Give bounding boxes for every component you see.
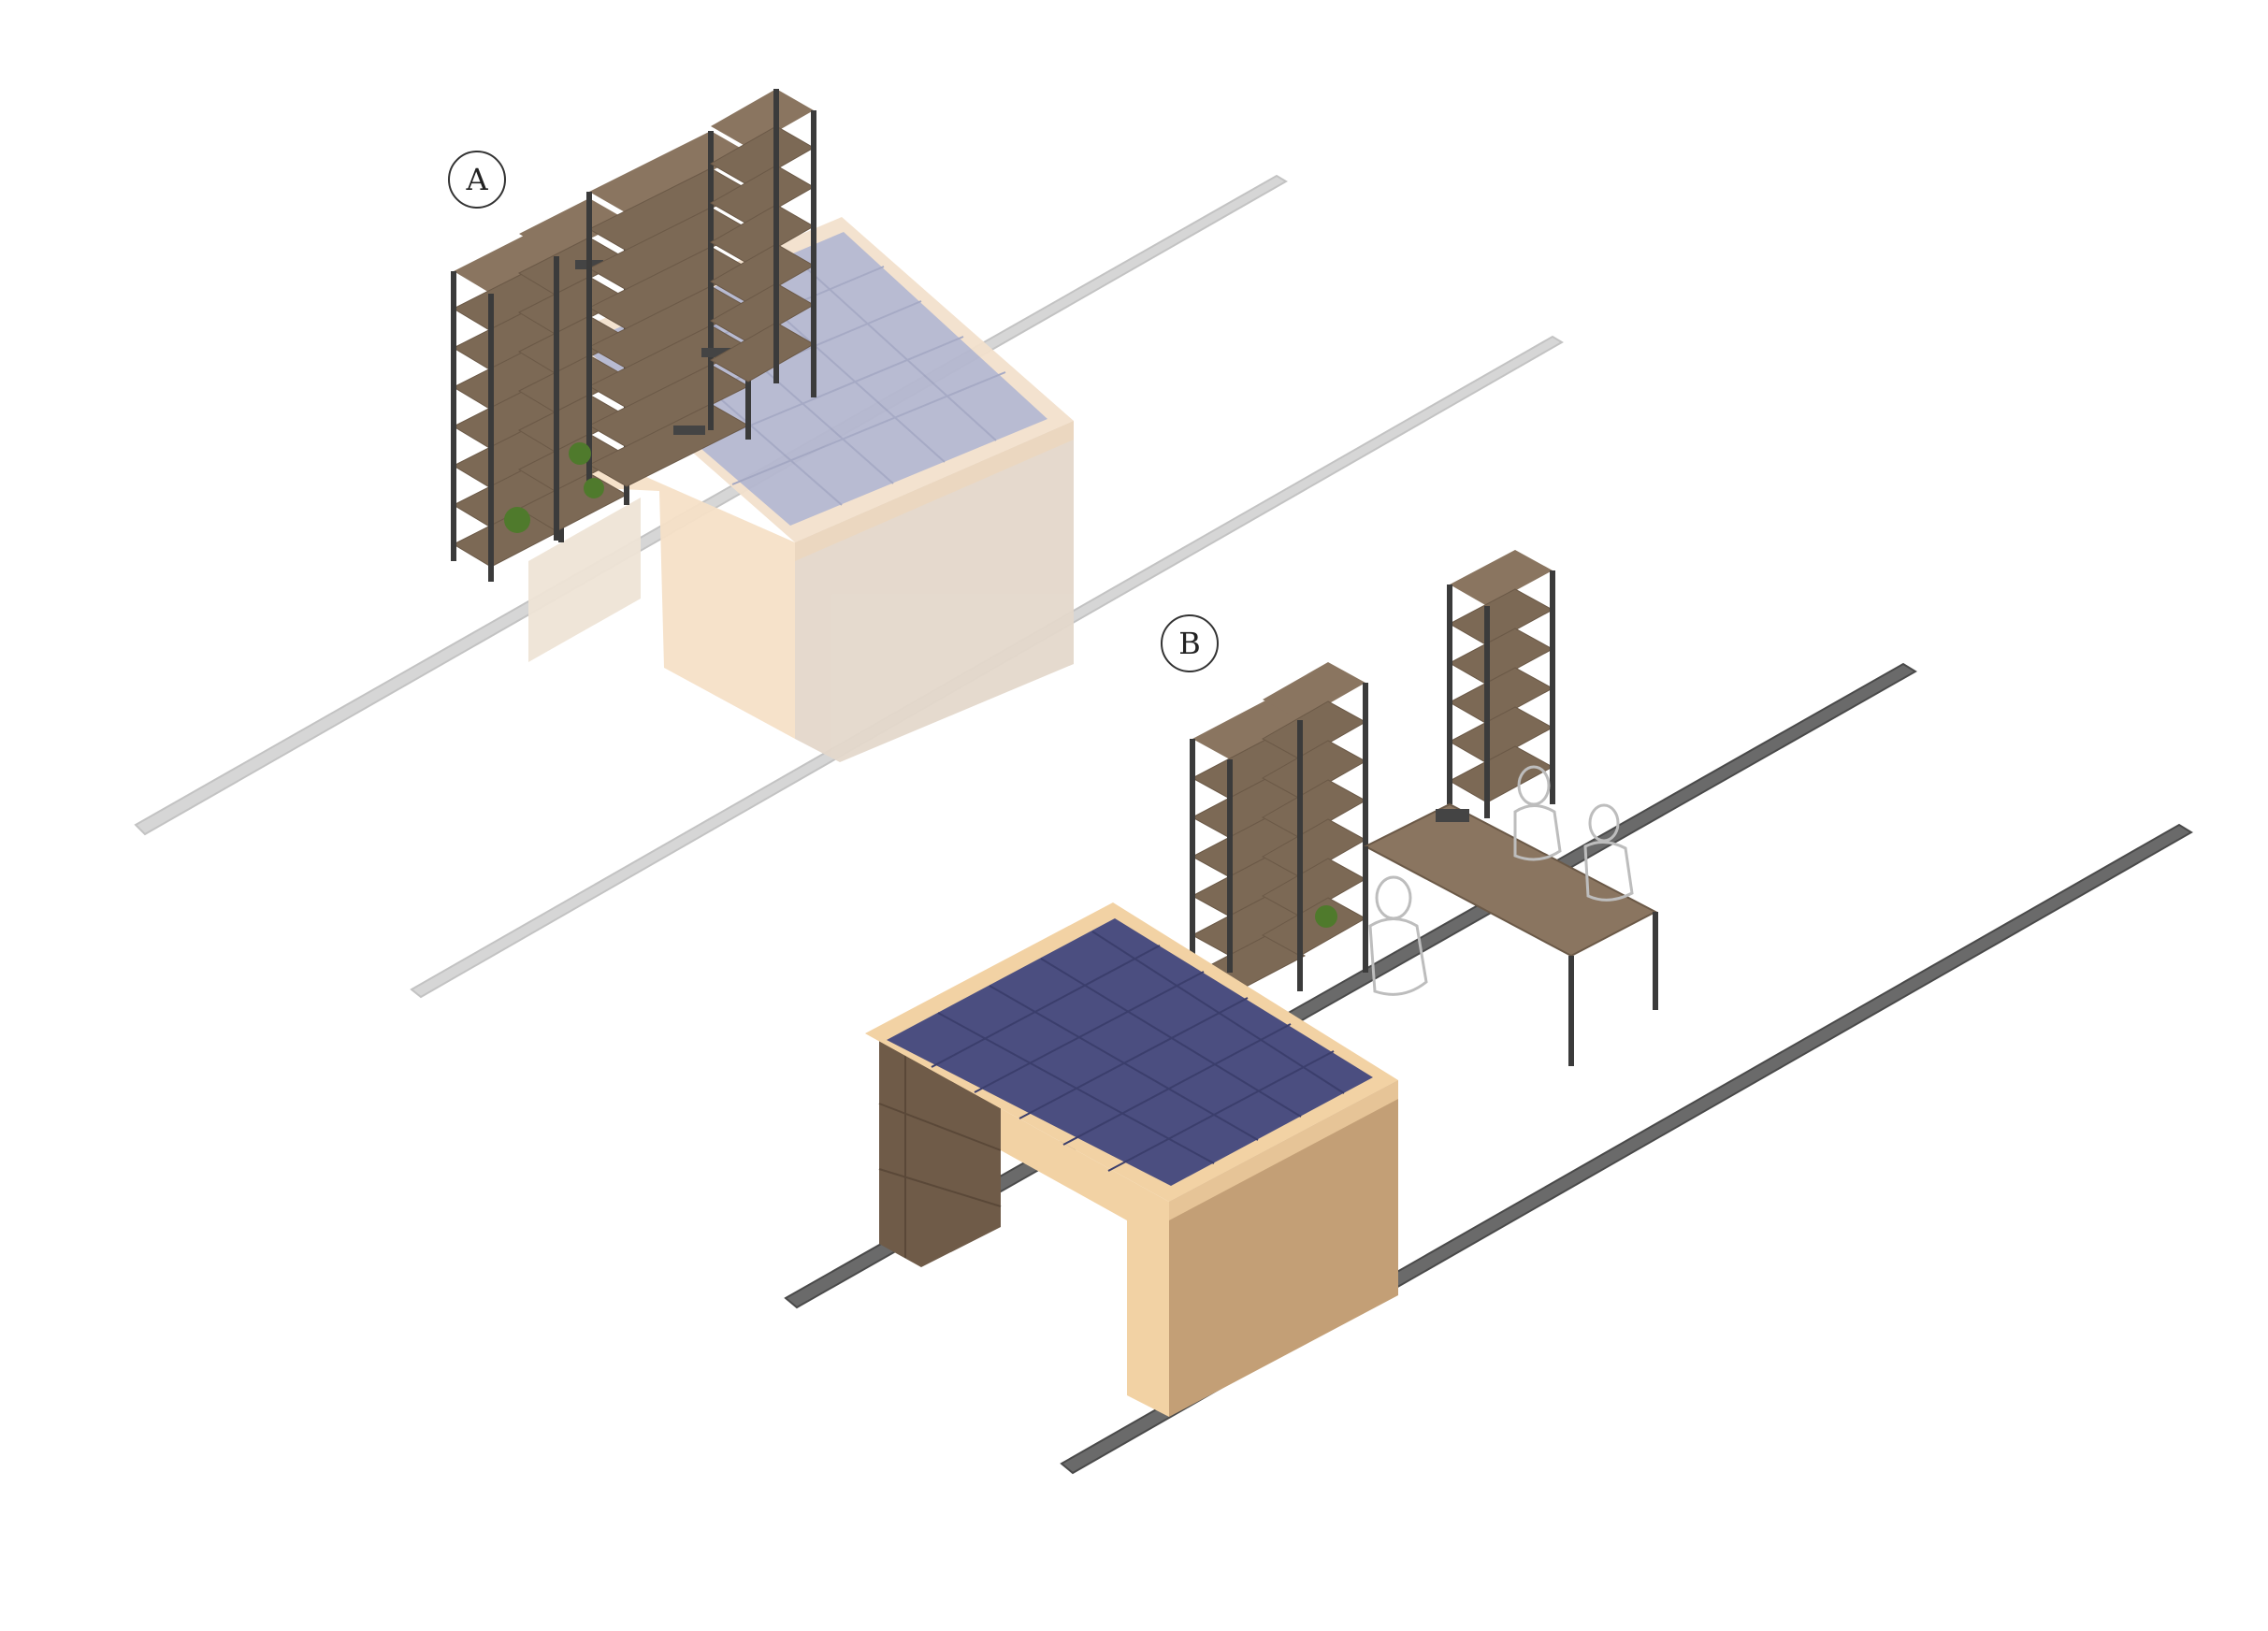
cabinet-doors [878,1047,1002,1258]
potted-plant-icon [584,478,604,498]
work-table [1363,802,1658,1066]
shelf-unit-a1 [451,236,564,582]
module-a-side-face [561,440,795,739]
shelving-a [451,89,816,582]
module-b-solar-grid [931,931,1345,1172]
potted-plant-icon [569,442,591,465]
module-a-front-face [795,421,1074,762]
label-b-circle [1161,614,1219,672]
label-b: B [1161,614,1219,672]
person-outline-icon [1513,765,1562,861]
shelving-b [1190,550,1658,1066]
book-tray [701,348,733,357]
label-b-text: B [1178,626,1201,661]
shelf-unit-b1 [1190,700,1307,996]
module-b-front-edge [1169,1080,1398,1220]
shelf-unit-b2 [1261,662,1368,991]
potted-plant-icon [1315,905,1337,928]
shelf-unit-a3 [586,131,751,487]
person-outline-icon [1583,803,1634,902]
module-b-side-face [865,1033,1169,1417]
person-outline-icon [1368,875,1428,996]
label-a-text: A [465,162,488,197]
module-b-solar-panel [887,918,1373,1186]
book-stack [1436,809,1469,822]
module-b-front-face [1169,1080,1398,1417]
module-b [865,902,1398,1417]
shelf-unit-b3 [1447,550,1555,818]
module-a-left-leg [528,498,641,662]
potted-plant-icon [504,507,530,533]
label-a: A [448,151,506,209]
shelf-unit-a4 [709,89,816,397]
label-a-circle [448,151,506,209]
book-tray [673,426,705,435]
module-a-front-edge [795,421,1074,561]
